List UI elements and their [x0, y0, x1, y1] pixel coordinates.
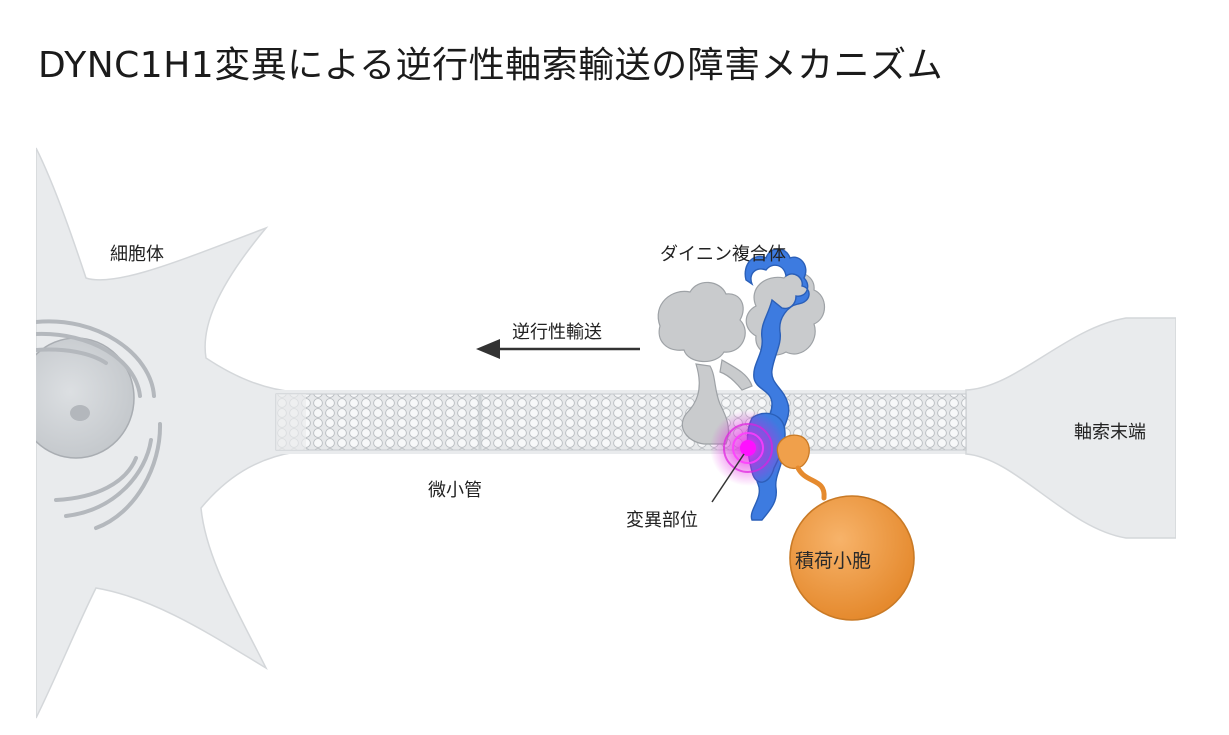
nucleolus	[70, 405, 90, 421]
diagram: 細胞体 ダイニン複合体 逆行性輸送 軸索末端 微小管 変異部位 積荷小胞	[36, 128, 1176, 728]
mutation-ring-outer	[723, 423, 773, 473]
label-cell-body: 細胞体	[110, 244, 164, 265]
diagram-svg	[36, 147, 1176, 719]
cargo-vesicle	[789, 495, 915, 621]
label-microtubule: 微小管	[428, 480, 482, 501]
microtubule-body	[275, 393, 967, 451]
mutation-pointer	[711, 453, 745, 503]
axon-terminal	[965, 317, 1176, 539]
endoplasmic-reticulum	[36, 319, 163, 530]
mutation-ring-inner	[732, 432, 764, 464]
label-cargo-vesicle: 積荷小胞	[795, 550, 872, 572]
mutation-site	[740, 440, 756, 456]
label-mutation-site: 変異部位	[626, 510, 698, 531]
page-title: DYNC1H1変異による逆行性軸索輸送の障害メカニズム	[38, 45, 944, 86]
cargo-adaptor	[776, 434, 810, 469]
label-retrograde-transport: 逆行性輸送	[512, 322, 602, 343]
label-dynein-complex: ダイニン複合体	[660, 244, 786, 265]
retrograde-arrow	[476, 339, 640, 359]
cargo-linker	[795, 465, 827, 501]
label-axon-terminal: 軸索末端	[1074, 422, 1146, 443]
